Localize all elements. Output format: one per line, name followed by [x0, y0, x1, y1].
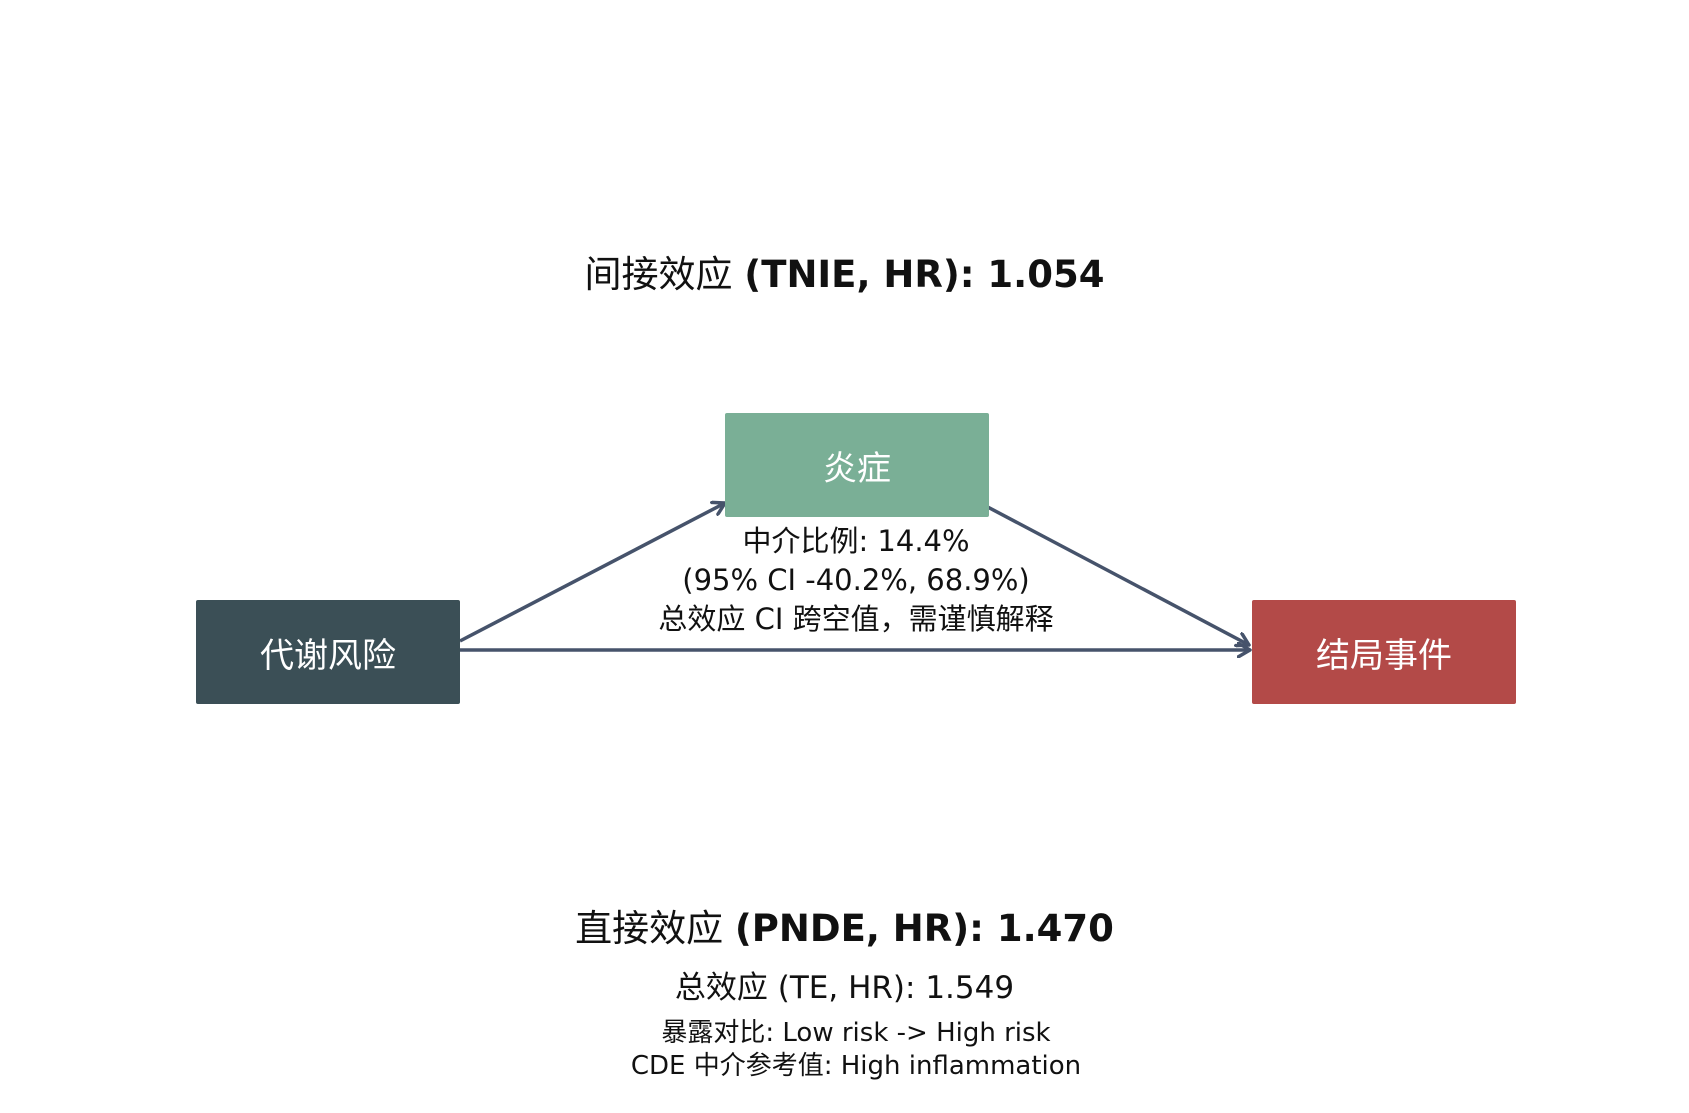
indirect-effect-prefix: 间接效应	[584, 253, 745, 296]
mediation-proportion-ci: (95% CI -40.2%, 68.9%)	[682, 563, 1030, 597]
outcome-node: 结局事件	[1252, 600, 1516, 704]
mediator-node-label: 炎症	[823, 448, 891, 489]
indirect-effect-label: 间接效应 (TNIE, HR): 1.054	[0, 244, 1689, 298]
direct-effect-label: 直接效应 (PNDE, HR): 1.470	[0, 898, 1689, 952]
direct-effect-prefix: 直接效应	[575, 907, 735, 950]
indirect-effect-value: (TNIE, HR): 1.054	[744, 253, 1105, 296]
mediation-proportion: 中介比例: 14.4%	[742, 524, 970, 558]
footnotes: 暴露对比: Low risk -> High risk CDE 中介参考值: H…	[0, 1017, 1689, 1083]
mediation-caution-note: 总效应 CI 跨空值，需谨慎解释	[658, 602, 1054, 636]
outcome-node-label: 结局事件	[1316, 635, 1452, 676]
total-effect-label: 总效应 (TE, HR): 1.549	[674, 970, 1015, 1006]
arrow-mediator-to-outcome	[981, 502, 1249, 645]
exposure-contrast-note: 暴露对比: Low risk -> High risk	[661, 1018, 1051, 1048]
mediator-node: 炎症	[725, 413, 989, 517]
exposure-node-label: 代谢风险	[260, 635, 396, 676]
mediation-proportion-block: 中介比例: 14.4% (95% CI -40.2%, 68.9%) 总效应 C…	[0, 522, 1689, 639]
cde-reference-note: CDE 中介参考值: High inflammation	[630, 1051, 1082, 1081]
exposure-node: 代谢风险	[196, 600, 460, 704]
arrow-exposure-to-mediator	[459, 503, 725, 643]
direct-effect-value: (PNDE, HR): 1.470	[734, 907, 1114, 950]
